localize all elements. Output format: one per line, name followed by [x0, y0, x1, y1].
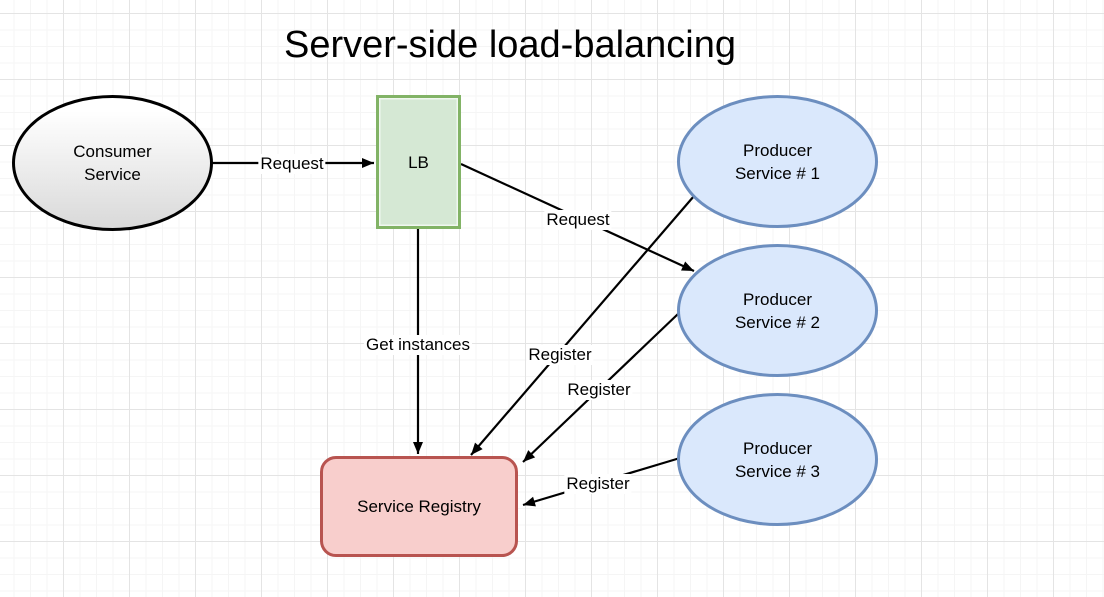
node-producer-service-2: Producer Service # 2	[677, 244, 878, 377]
diagram-title: Server-side load-balancing	[283, 24, 737, 66]
node-producer-service-1-label: Producer Service # 1	[734, 140, 821, 183]
node-producer-service-3-label: Producer Service # 3	[734, 438, 821, 481]
node-producer-service-1: Producer Service # 1	[677, 95, 878, 228]
node-service-registry-label: Service Registry	[357, 497, 481, 516]
edge-label-register-producer-3: Register	[564, 474, 632, 494]
edge-label-register-producer-1: Register	[526, 345, 594, 365]
node-consumer-service: Consumer Service	[12, 95, 213, 231]
node-producer-service-3: Producer Service # 3	[677, 393, 878, 526]
edge-label-register-producer-2: Register	[565, 380, 633, 400]
edge-register-producer-1-to-registry	[470, 195, 695, 456]
node-producer-service-2-label: Producer Service # 2	[734, 289, 821, 332]
node-service-registry: Service Registry	[320, 456, 518, 557]
node-load-balancer-label: LB	[408, 152, 429, 172]
node-load-balancer: LB	[376, 95, 461, 229]
edge-label-get-instances: Get instances	[364, 335, 472, 355]
node-consumer-service-label: Consumer Service	[73, 142, 152, 184]
edge-label-request-consumer-to-lb: Request	[258, 154, 326, 174]
edge-label-request-lb-to-producer-2: Request	[544, 210, 612, 230]
